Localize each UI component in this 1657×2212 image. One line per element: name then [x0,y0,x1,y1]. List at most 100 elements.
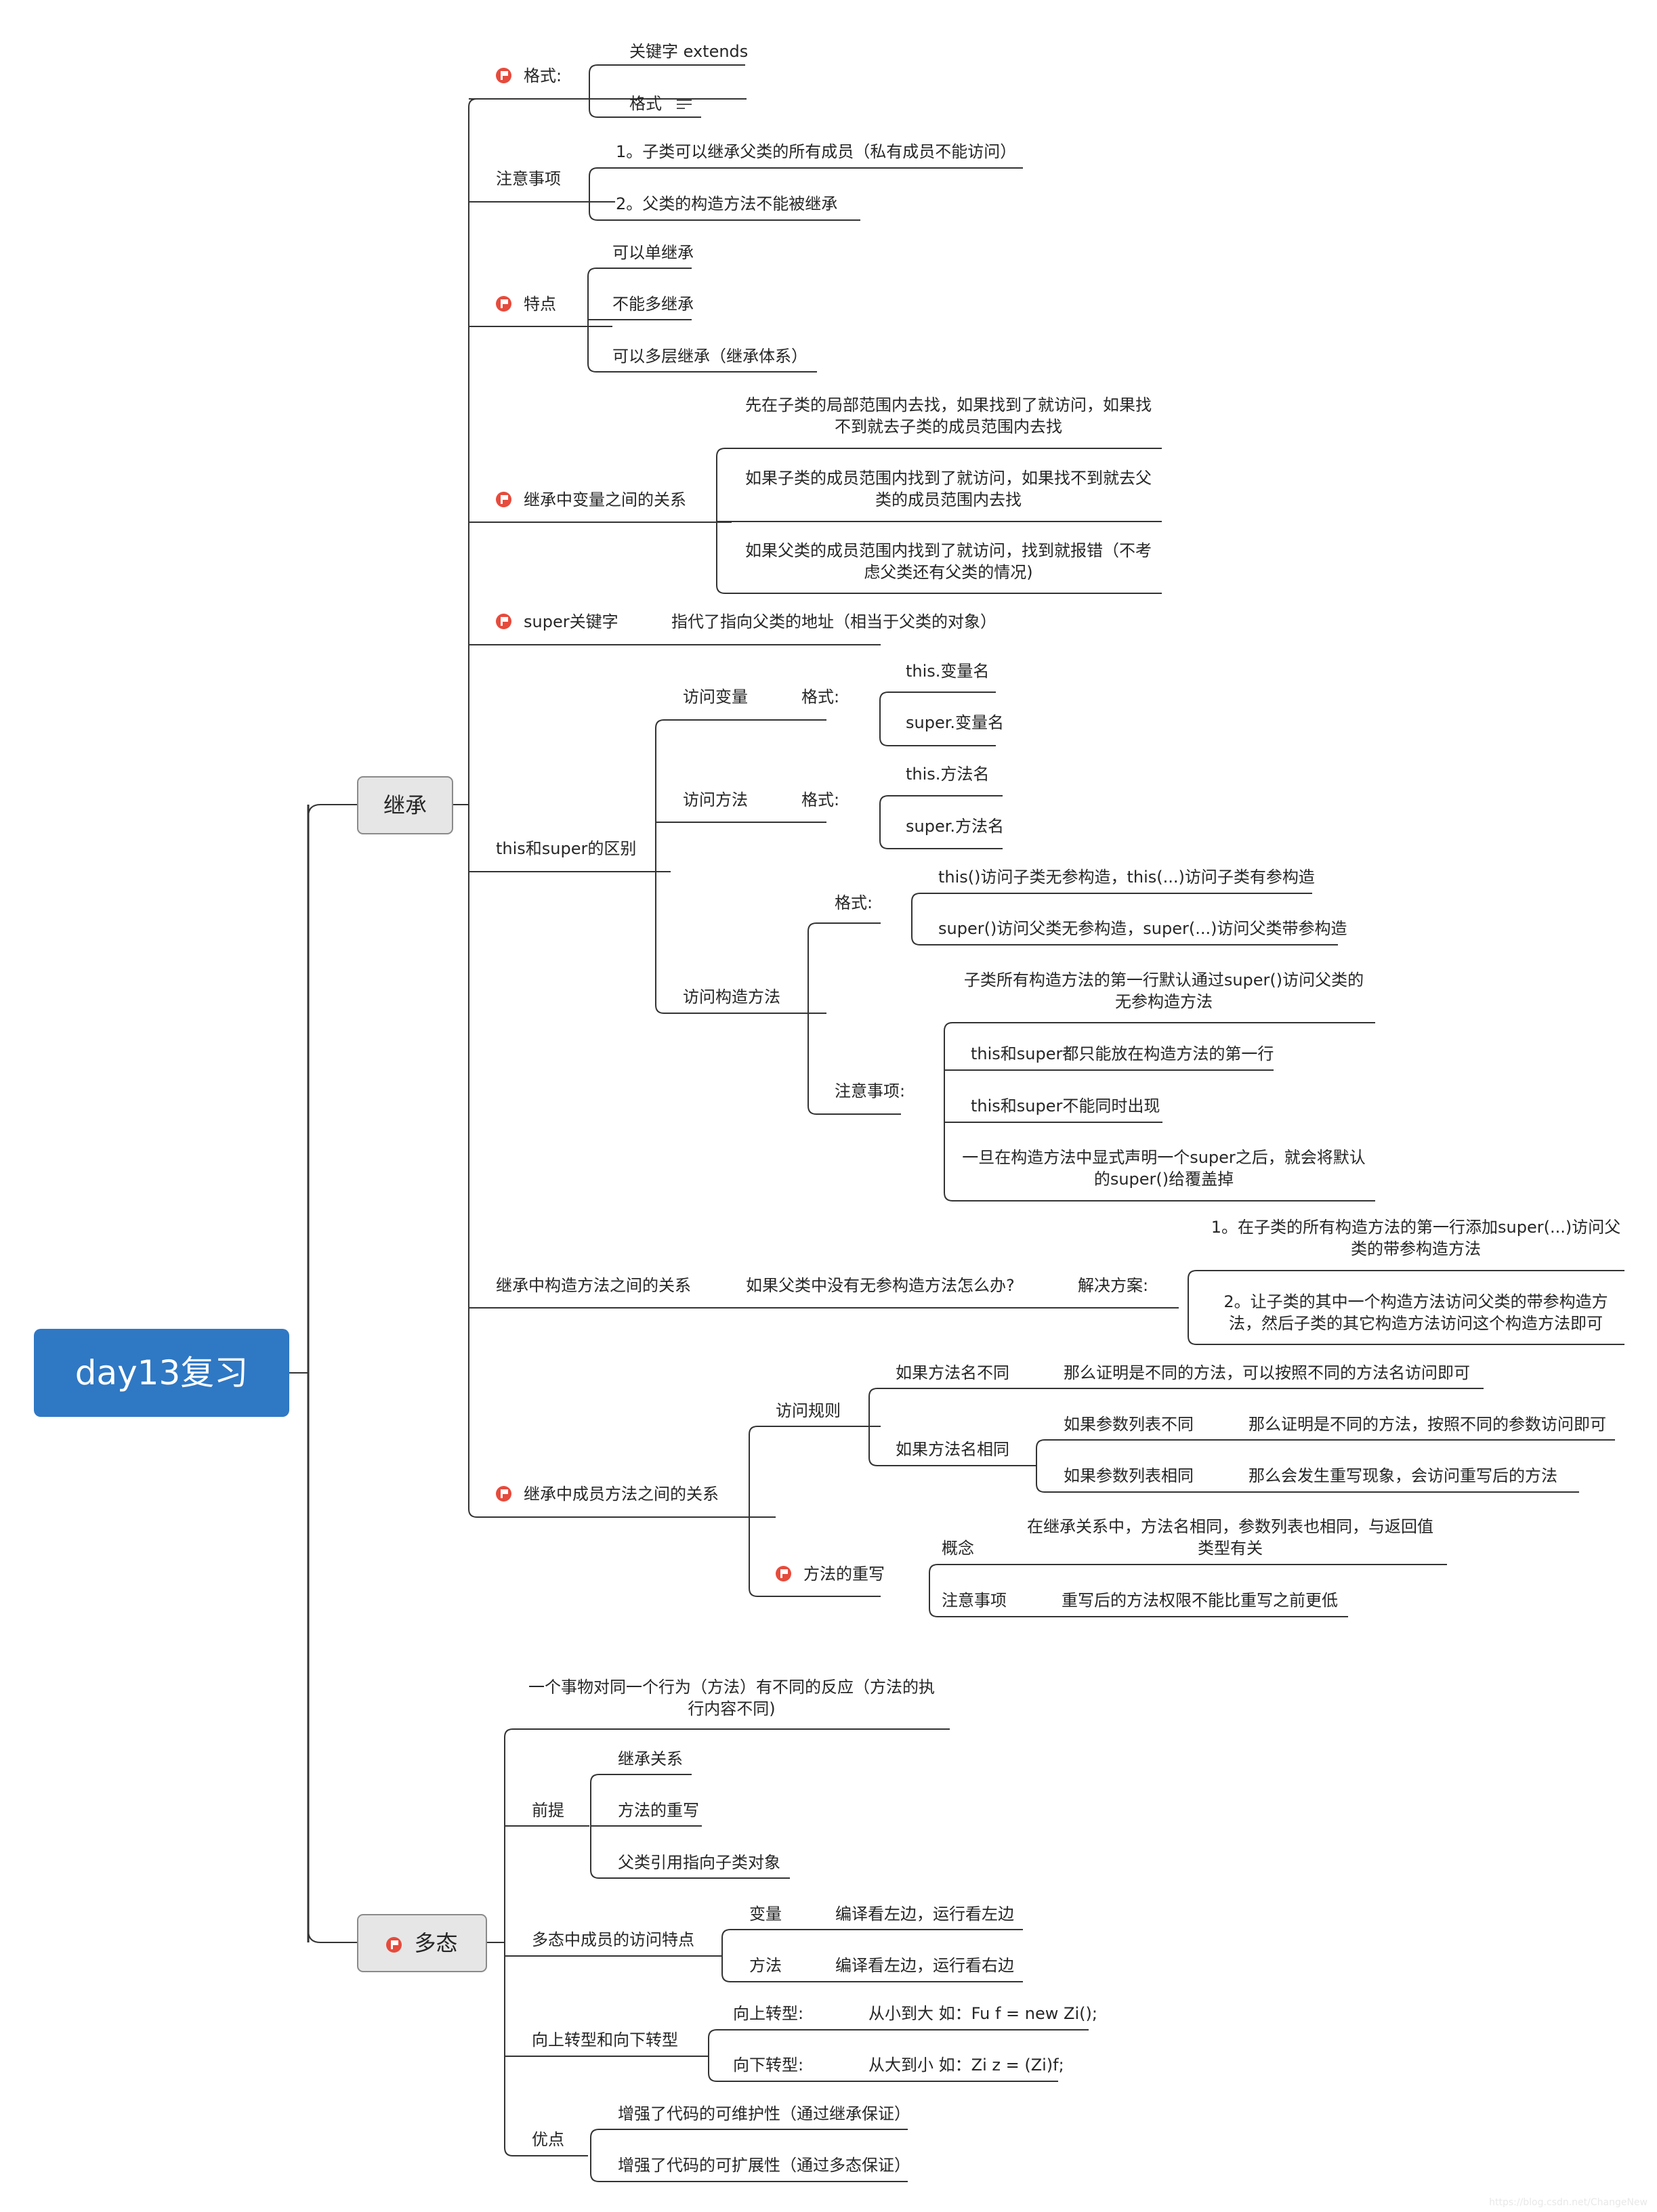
connector-line [749,1426,881,1435]
node-canshu-butong[interactable]: 如果参数列表不同 [1064,1415,1194,1434]
connector-line [879,795,1003,805]
node-tedian-3[interactable]: 可以多层继承（继承体系） [612,347,807,366]
node-gouzao[interactable]: 继承中构造方法之间的关系 [496,1276,691,1295]
node-super-bianliang[interactable]: super.变量名 [906,713,1005,732]
topic-duotai[interactable]: 多态 [357,1914,487,1972]
node-super[interactable]: super关键字 [496,611,618,633]
node-gz-zhuyi-4[interactable]: 一旦在构造方法中显式声明一个super之后，就会将默认的super()给覆盖掉 [962,1148,1366,1189]
node-geshi-keyword[interactable]: 关键字 extends [629,42,749,61]
connector-line [1036,1439,1615,1449]
node-dt-definition[interactable]: 一个事物对同一个行为（方法）有不同的反应（方法的执行内容不同) [528,1678,935,1718]
connector-line [879,692,996,701]
node-qianti-3[interactable]: 父类引用指向子类对象 [618,1853,780,1872]
connector-line [590,1869,790,1879]
node-dt-fangfa-desc[interactable]: 编译看左边，运行看右边 [835,1956,1014,1975]
connector-line [944,1022,1375,1031]
node-down-desc[interactable]: 从大到小 如：Zi z = (Zi)f; [868,2056,1064,2075]
node-canshu-butong-desc[interactable]: 那么证明是不同的方法，按照不同的参数访问即可 [1249,1415,1606,1434]
connector-line [807,922,881,932]
node-tedian-2[interactable]: 不能多继承 [612,295,694,314]
node-tedian[interactable]: 特点 [496,293,556,315]
node-gz-zhuyi[interactable]: 注意事项: [835,1082,906,1101]
node-up-desc[interactable]: 从小到大 如：Fu f = new Zi(); [868,2004,1097,2023]
connector-line [716,448,1162,457]
node-zhuyi[interactable]: 注意事项 [496,169,561,188]
connector-line [589,64,745,74]
node-zhuanxing[interactable]: 向上转型和向下转型 [532,2030,678,2049]
connector-line [911,893,1312,902]
root-topic[interactable]: day13复习 [34,1329,289,1417]
node-mingcheng-butong[interactable]: 如果方法名不同 [896,1363,1009,1382]
node-geshi-format[interactable]: 格式 [629,93,693,114]
node-youdian-1[interactable]: 增强了代码的可维护性（通过继承保证） [618,2104,910,2123]
node-youdian[interactable]: 优点 [532,2130,564,2149]
node-zhuyi-1[interactable]: 1。子类可以继承父类的所有成员（私有成员不能访问） [616,142,1017,161]
node-dt-fangwen[interactable]: 多态中成员的访问特点 [532,1930,694,1949]
flag-icon [496,1486,511,1502]
node-this-super[interactable]: this和super的区别 [496,839,637,858]
node-qianti[interactable]: 前提 [532,1801,564,1820]
node-cx-zhuyi-desc[interactable]: 重写后的方法权限不能比重写之前更低 [1062,1591,1338,1610]
node-dt-bianliang-desc[interactable]: 编译看左边，运行看左边 [835,1905,1014,1923]
node-fangwen-guize[interactable]: 访问规则 [776,1401,841,1420]
flag-icon [776,1566,791,1581]
node-youdian-2[interactable]: 增强了代码的可扩展性（通过多态保证） [618,2156,910,2175]
node-canshu-xiangtong-desc[interactable]: 那么会发生重写现象，会访问重写后的方法 [1249,1466,1557,1485]
node-gainian[interactable]: 概念 [942,1539,974,1558]
node-gz-zhuyi-3[interactable]: this和super不能同时出现 [971,1097,1160,1115]
connector-line [1188,1270,1624,1279]
node-cx-zhuyi[interactable]: 注意事项 [942,1591,1007,1610]
node-gz-this[interactable]: this()访问子类无参构造，this(...)访问子类有参构造 [938,868,1315,887]
connector-line [504,1728,950,1738]
connector-line [1188,1336,1624,1345]
flag-icon [386,1937,402,1953]
node-dt-bianliang[interactable]: 变量 [749,1905,782,1923]
node-bianliang[interactable]: 继承中变量之间的关系 [496,489,686,511]
connector-line [589,211,860,221]
node-this-bianliang[interactable]: this.变量名 [906,662,990,681]
topic-jicheng[interactable]: 继承 [357,776,453,834]
node-fangwen-gouzao[interactable]: 访问构造方法 [683,987,780,1006]
node-gouzao-question[interactable]: 如果父类中没有无参构造方法怎么办? [746,1276,1015,1295]
connector-line [721,1973,1023,1982]
connector-line [655,1004,826,1014]
node-this-fangfa[interactable]: this.方法名 [906,765,990,784]
node-jiejue[interactable]: 解决方案: [1078,1276,1149,1295]
node-bianliang-3[interactable]: 如果父类的成员范围内找到了就访问，找到就报错（不考虑父类还有父类的情况) [745,541,1152,582]
node-bianliang-2[interactable]: 如果子类的成员范围内找到了就访问，如果找不到就去父类的成员范围内去找 [745,469,1152,509]
node-fangwen-fangfa[interactable]: 访问方法 [683,790,748,809]
node-geshi[interactable]: 格式: [496,65,562,87]
node-up[interactable]: 向上转型: [733,2004,804,2023]
node-jiejue-1[interactable]: 1。在子类的所有构造方法的第一行添加super(...)访问父类的带参构造方法 [1211,1218,1621,1258]
node-super-desc[interactable]: 指代了指向父类的地址（相当于父类的对象） [671,612,997,631]
connector-line [749,1588,881,1597]
node-mingcheng-butong-desc[interactable]: 那么证明是不同的方法，可以按照不同的方法名访问即可 [1064,1363,1470,1382]
node-ff-geshi[interactable]: 格式: [801,790,840,809]
connector-line [929,1564,1447,1573]
node-chengyuan[interactable]: 继承中成员方法之间的关系 [496,1483,719,1505]
node-gainian-desc[interactable]: 在继承关系中，方法名相同，参数列表也相同，与返回值类型有关 [1027,1517,1433,1558]
node-gz-super[interactable]: super()访问父类无参构造，super(...)访问父类带参构造 [938,919,1347,938]
node-jiejue-2[interactable]: 2。让子类的其中一个构造方法访问父类的带参构造方法，然后子类的其它构造方法访问这… [1223,1292,1608,1333]
node-gz-geshi[interactable]: 格式: [835,893,873,912]
connector-line [911,936,1338,945]
node-tedian-1[interactable]: 可以单继承 [612,243,694,262]
node-canshu-xiangtong[interactable]: 如果参数列表相同 [1064,1466,1194,1485]
node-zhuyi-2[interactable]: 2。父类的构造方法不能被继承 [616,194,838,213]
node-qianti-1[interactable]: 继承关系 [618,1749,683,1768]
topic-duotai-label: 多态 [414,1930,458,1956]
node-qianti-2[interactable]: 方法的重写 [618,1801,699,1820]
connector-line [504,2147,588,2156]
node-super-fangfa[interactable]: super.方法名 [906,817,1005,836]
node-bianliang-1[interactable]: 先在子类的局部范围内去找，如果找到了就访问，如果找不到就去子类的成员范围内去找 [745,396,1152,436]
node-down[interactable]: 向下转型: [733,2056,804,2075]
node-fangwen-bianliang[interactable]: 访问变量 [683,687,748,706]
node-bl-geshi[interactable]: 格式: [801,687,840,706]
flag-icon [496,492,511,507]
node-gz-zhuyi-1[interactable]: 子类所有构造方法的第一行默认通过super()访问父类的无参构造方法 [963,971,1364,1011]
node-dt-fangfa[interactable]: 方法 [749,1956,782,1975]
node-chongxie[interactable]: 方法的重写 [776,1563,885,1585]
node-mingcheng-xiangtong[interactable]: 如果方法名相同 [896,1440,1009,1459]
node-gz-zhuyi-2[interactable]: this和super都只能放在构造方法的第一行 [971,1044,1274,1063]
watermark: https://blog.csdn.net/ChangeNew [1489,2197,1648,2208]
